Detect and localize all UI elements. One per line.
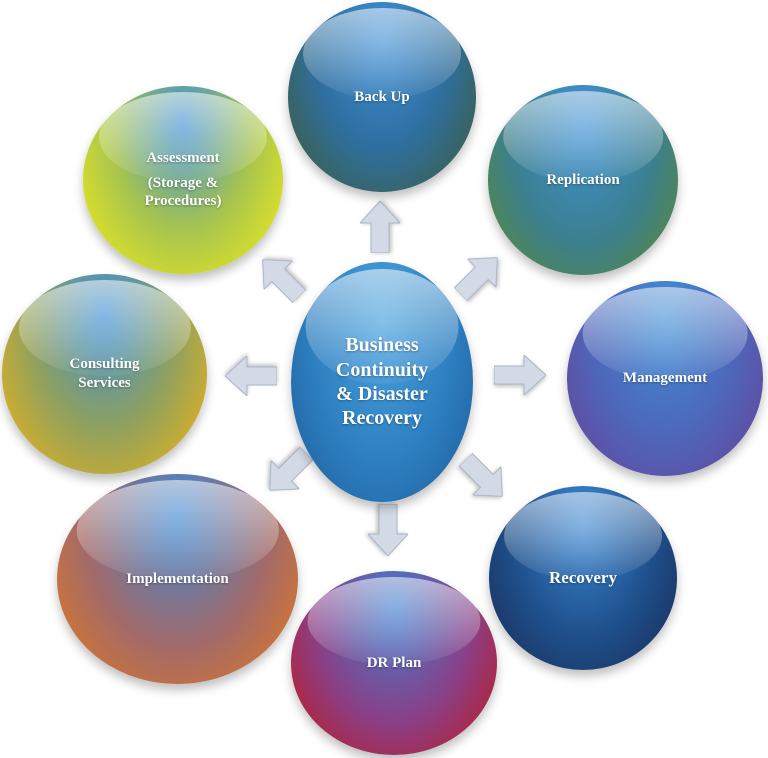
node-dr-plan: DR Plan [291,571,497,755]
node-assessment-line-1: Assessment [146,149,220,166]
arrow-to-replication [446,243,511,308]
node-consulting-services: Consulting Services [2,274,207,474]
node-replication-label: Replication [546,171,620,188]
arrow-to-assessment [248,245,313,310]
arrow-to-dr-plan [368,504,408,556]
center-line-4: Recovery [342,407,422,430]
center-line-1: Business [345,334,419,357]
node-implementation: Implementation [57,474,298,684]
center-line-2: Continuity [335,358,429,381]
center-node-business-continuity: Business Continuity & Disaster Recovery [291,262,473,502]
node-back-up-label: Back Up [354,88,410,105]
arrow-to-management [494,355,546,395]
node-management-label: Management [622,370,708,387]
arrow-to-implementation [255,439,320,504]
node-assessment-line-3: Procedures) [144,193,222,210]
node-recovery-label: Recovery [549,568,617,588]
node-recovery: Recovery [489,486,677,670]
node-assessment-line-2: (Storage & [147,174,219,191]
node-back-up: Back Up [288,2,476,192]
arrow-to-recovery [451,445,516,510]
node-replication: Replication [488,85,678,275]
node-management: Management [567,281,763,476]
node-implementation-label: Implementation [126,570,229,587]
node-assessment: Assessment (Storage & Procedures) [83,86,283,274]
node-consulting-line-1: Consulting [69,356,140,373]
arrow-to-consulting-services [225,356,277,396]
center-line-3: & Disaster [336,383,428,405]
arrow-to-back-up [360,201,400,253]
node-dr-plan-label: DR Plan [366,654,422,671]
node-consulting-line-2: Services [78,375,131,391]
